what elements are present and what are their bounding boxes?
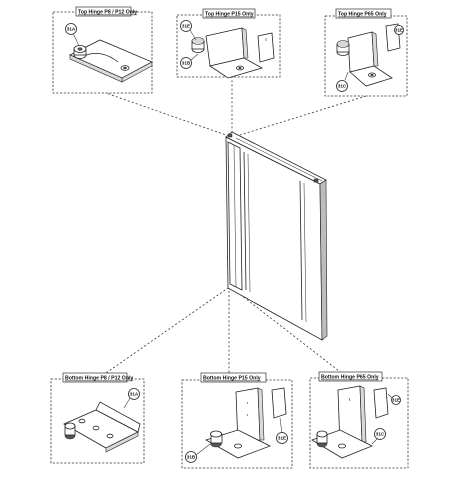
panel-title: Bottom Hinge P8 / P12 Only [65,376,133,382]
hinge-bracket-31b [204,387,287,459]
panel-title: Top Hinge P8 / P12 Only [78,10,137,16]
panel-title: Bottom Hinge P15 Only [203,376,261,382]
leader-bottom-left [95,287,229,381]
panel-title: Top Hinge P65 Only [338,12,387,18]
panel-bottom-hinge-p65: Bottom Hinge P65 Only 31E 31C [309,371,409,469]
callout-31e [276,432,288,444]
panel-bottom-hinge-p15: Bottom Hinge P15 Only 31B 31E [181,372,293,469]
callout-31b [180,57,192,69]
callout-31b [185,451,197,463]
panel-title: Bottom Hinge P65 Only [321,375,379,381]
panel-bottom-hinge-p8-p12: Bottom Hinge P8 / P12 Only 31A [50,372,145,464]
leader-bottom-right [231,287,349,379]
hinge-bracket-31a [63,401,141,453]
svg-text:31B: 31B [187,455,196,460]
leader-top-left [99,90,227,136]
svg-text:31B: 31B [182,61,191,66]
panel-top-hinge-p8-p12: Top Hinge P8 / P12 Only 31A [52,6,153,94]
panel-top-hinge-p15: Top Hinge P15 Only 31E 31B [176,8,281,79]
svg-text:31E: 31E [392,398,400,403]
callout-31e [391,395,401,405]
svg-text:31E: 31E [395,28,403,33]
callout-31e [180,20,192,32]
svg-text:31A: 31A [67,27,76,32]
callout-31c [336,80,348,92]
leader-top-right [239,95,367,136]
svg-text:31E: 31E [182,24,190,29]
callout-31e [394,25,404,35]
svg-text:31E: 31E [278,436,286,441]
hinge-bracket-31c [311,385,389,459]
hinge-bracket-31b [191,27,275,79]
refrigerator-door [225,131,328,341]
leader-lines [95,76,367,381]
callout-31c [374,428,386,440]
callout-31a [128,388,140,400]
panel-top-hinge-p65: Top Hinge P65 Only 31E 31C [324,8,408,97]
svg-text:31C: 31C [338,84,347,89]
svg-text:31A: 31A [130,392,139,397]
panel-title: Top Hinge P15 Only [205,12,254,18]
hinge-bracket-31a [69,39,153,83]
svg-text:31C: 31C [376,432,385,437]
callout-31a [65,23,77,35]
